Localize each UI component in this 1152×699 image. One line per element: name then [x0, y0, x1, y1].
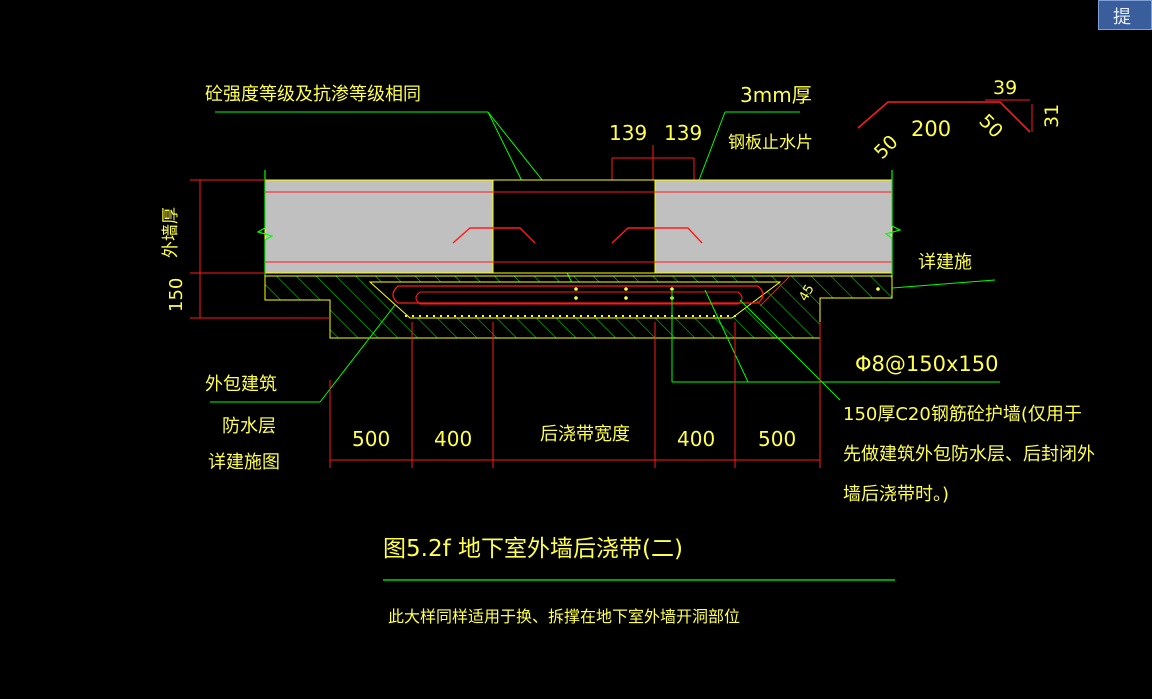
label-31: 31	[1041, 104, 1063, 128]
label-wall-thickness: 外墙厚	[161, 207, 181, 258]
label-39: 39	[993, 77, 1017, 99]
break-line-left	[256, 170, 274, 276]
rebar-hook-left	[452, 227, 536, 244]
label-50-right: 50	[974, 110, 1007, 143]
rebar-loop-1	[392, 285, 764, 304]
label-protect-line2: 先做建筑外包防水层、后封闭外	[843, 444, 1095, 465]
steel-plate-profile	[857, 101, 1031, 133]
label-rebar-spec: Φ8@150x150	[855, 352, 998, 376]
wall-panel-left	[264, 179, 494, 274]
rebar-dot	[574, 296, 578, 300]
label-200: 200	[911, 117, 951, 141]
label-50-left: 50	[870, 131, 903, 164]
label-139-left: 139	[609, 121, 647, 145]
figure-title: 图5.2f 地下室外墙后浇带(二)	[383, 536, 683, 562]
leader-rebar-2	[704, 289, 749, 383]
label-steel-waterstop: 钢板止水片	[728, 133, 813, 153]
figure-note: 此大样同样适用于换、拆撑在地下室外墙开洞部位	[388, 607, 740, 626]
corner-badge[interactable]: 提	[1098, 0, 1152, 30]
break-line-right	[884, 170, 902, 276]
label-400-left: 400	[434, 427, 472, 451]
rebar-dot	[624, 296, 628, 300]
rebar-dot	[876, 287, 880, 291]
leader-protect	[739, 299, 841, 401]
label-protect-line3: 墙后浇带时。)	[843, 484, 949, 505]
label-500-right: 500	[758, 427, 796, 451]
label-pour-band-width: 后浇带宽度	[540, 424, 630, 445]
corner-badge-label: 提	[1113, 7, 1131, 28]
leader-outer-wrap	[319, 304, 396, 403]
label-waterproof-layer: 防水层	[222, 416, 276, 437]
dim-45-line	[759, 275, 791, 307]
rebar-hook-right	[611, 227, 703, 244]
label-500-left: 500	[352, 427, 390, 451]
label-concrete-grade: 砼强度等级及抗渗等级相同	[205, 84, 421, 105]
label-3mm: 3mm厚	[740, 83, 812, 107]
label-45: 45	[796, 282, 817, 304]
label-139-right: 139	[664, 121, 702, 145]
wall-panel-right	[654, 179, 893, 274]
leader-see-arch	[891, 279, 996, 289]
rebar-dot	[574, 287, 578, 291]
label-protect-line1: 150厚C20钢筋砼护墙(仅用于	[843, 404, 1082, 425]
label-150: 150	[166, 278, 187, 312]
rebar-dot	[624, 287, 628, 291]
label-see-arch: 详建施	[918, 252, 972, 273]
rebar-loop-2	[415, 291, 743, 305]
rebar-dot	[670, 287, 674, 291]
recess-trough	[368, 281, 782, 319]
label-outer-wrap: 外包建筑	[205, 374, 277, 395]
label-see-arch-drawing: 详建施图	[208, 452, 280, 473]
pour-band-gap	[492, 179, 656, 274]
label-400-right: 400	[677, 427, 715, 451]
